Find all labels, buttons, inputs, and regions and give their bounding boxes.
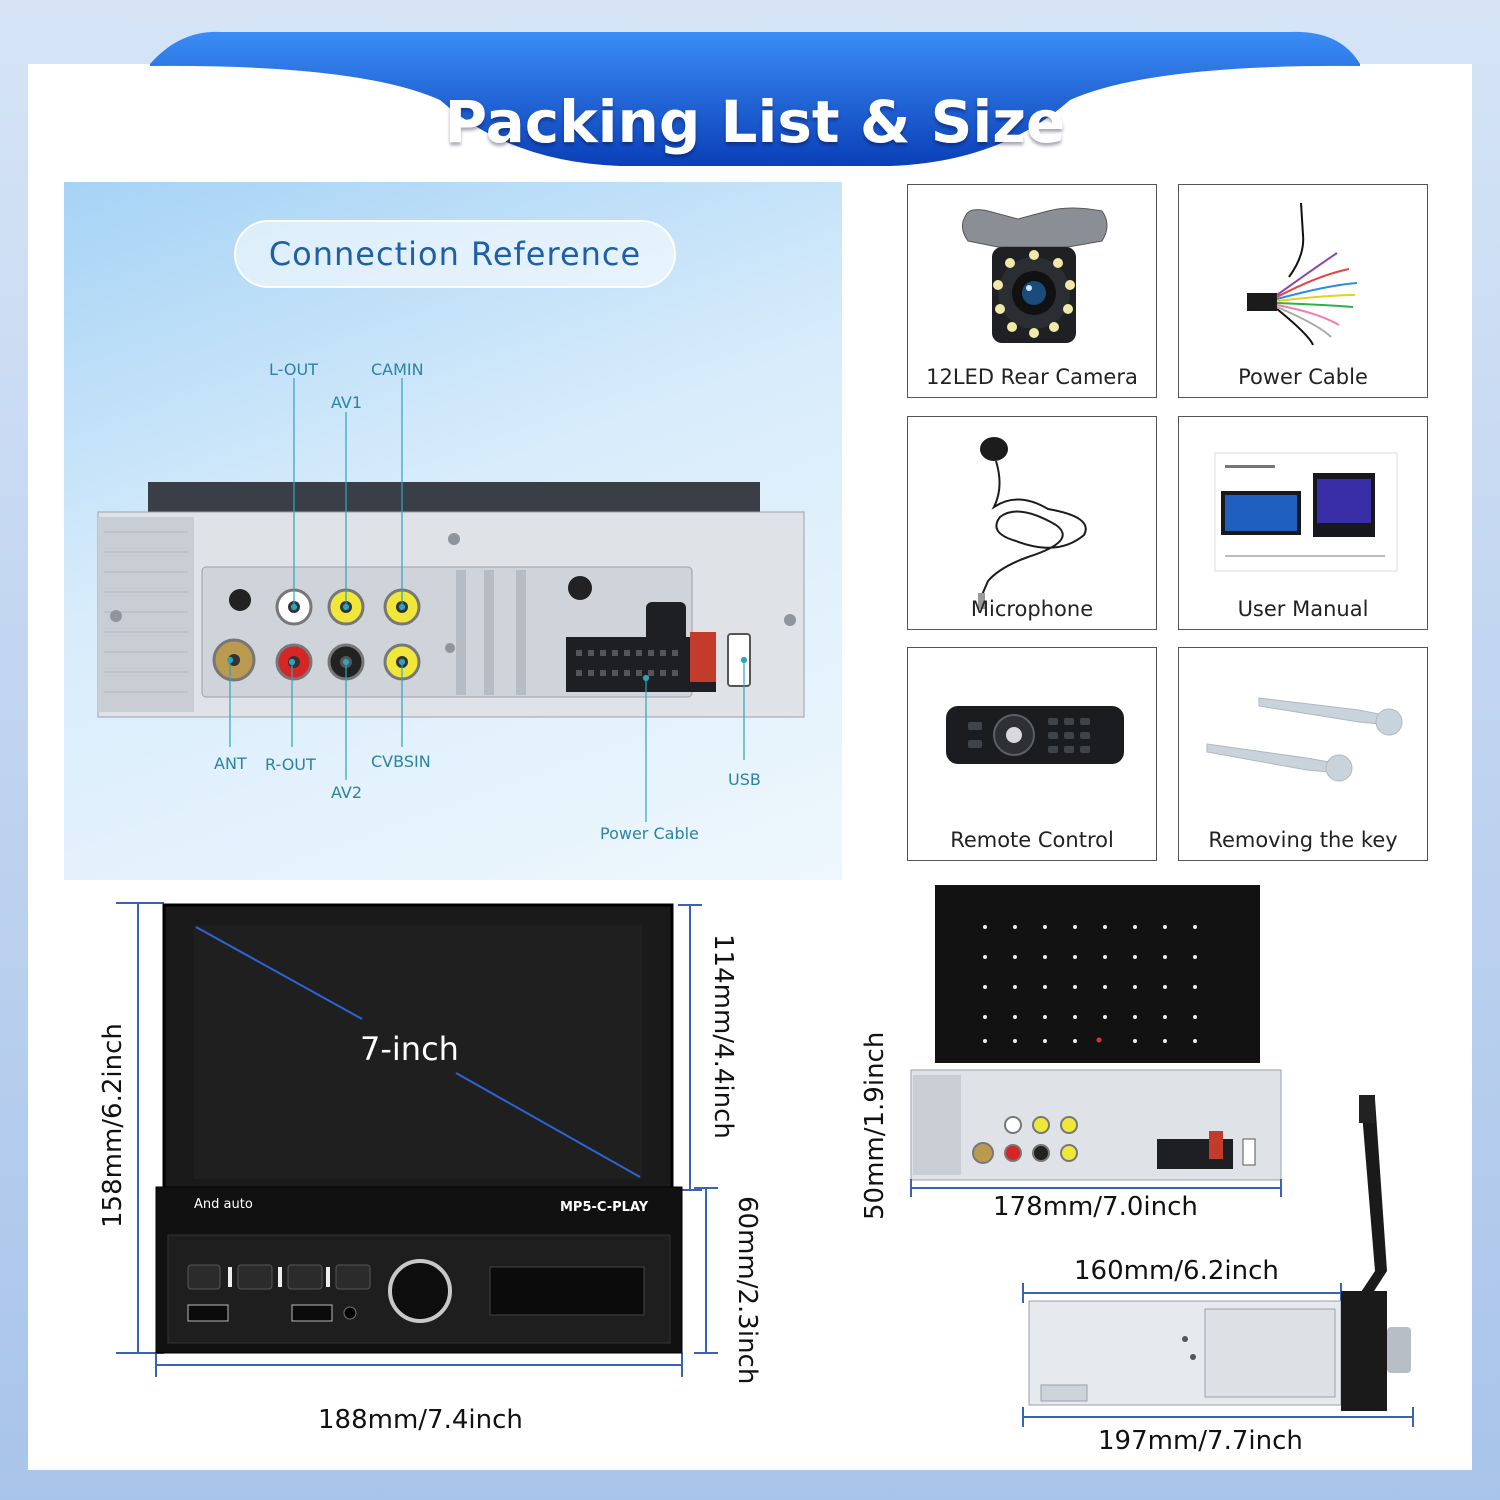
header-banner: Packing List & Size xyxy=(150,30,1360,170)
page-title: Packing List & Size xyxy=(444,88,1066,156)
dim-side-total-depth: 197mm/7.7inch xyxy=(1098,1426,1303,1456)
accessory-power-cable: Power Cable xyxy=(1178,184,1428,398)
accessory-label: 12LED Rear Camera xyxy=(926,365,1138,389)
dim-side-body-depth: 160mm/6.2inch xyxy=(1074,1256,1279,1286)
accessory-label: Remote Control xyxy=(950,828,1114,852)
port-label-av2: AV2 xyxy=(331,783,363,802)
port-label-cvbsin: CVBSIN xyxy=(371,752,431,771)
dim-front-width: 188mm/7.4inch xyxy=(318,1405,523,1435)
power-cable-icon xyxy=(1247,202,1358,346)
accessory-remote-control: Remote Control xyxy=(907,647,1157,861)
front-unit-illustration xyxy=(116,902,718,1377)
accessory-rear-camera: 12LED Rear Camera xyxy=(907,184,1157,398)
rear-camera-icon xyxy=(962,207,1108,343)
removing-key-icon xyxy=(1206,697,1403,782)
brand-logo: And auto xyxy=(194,1197,253,1212)
remote-control-icon xyxy=(946,706,1124,764)
user-manual-icon xyxy=(1214,452,1398,572)
dim-total-height: 158mm/6.2inch xyxy=(98,1023,128,1228)
rear-unit-open-illustration xyxy=(910,885,1282,1197)
dim-screen-height: 114mm/4.4inch xyxy=(708,934,738,1139)
connection-reference-title: Connection Reference xyxy=(234,220,676,288)
screen-size-label: 7-inch xyxy=(360,1030,459,1068)
model-label: MP5-C-PLAY xyxy=(560,1200,649,1215)
port-label-ant: ANT xyxy=(214,754,247,773)
dim-rear-width: 178mm/7.0inch xyxy=(993,1192,1198,1222)
accessory-microphone: Microphone xyxy=(907,416,1157,630)
port-label-power-cable: Power Cable xyxy=(600,824,699,843)
port-label-r-out: R-OUT xyxy=(265,755,316,774)
accessory-label: Removing the key xyxy=(1208,828,1398,852)
accessory-removing-key: Removing the key xyxy=(1178,647,1428,861)
port-label-av1: AV1 xyxy=(331,393,363,412)
accessory-label: Power Cable xyxy=(1238,365,1368,389)
dim-body-height: 60mm/2.3inch xyxy=(732,1196,762,1385)
accessory-label: Microphone xyxy=(970,597,1094,621)
port-label-usb: USB xyxy=(728,770,761,789)
rear-panel-illustration xyxy=(97,378,805,822)
accessory-user-manual: User Manual xyxy=(1178,416,1428,630)
microphone-icon xyxy=(978,437,1087,609)
side-unit-illustration xyxy=(1022,1095,1414,1427)
dim-rear-height: 50mm/1.9inch xyxy=(860,1031,890,1220)
port-label-l-out: L-OUT xyxy=(269,360,318,379)
accessory-label: User Manual xyxy=(1237,597,1369,621)
port-label-camin: CAMIN xyxy=(371,360,424,379)
connection-reference-panel: Connection Reference xyxy=(64,182,842,880)
